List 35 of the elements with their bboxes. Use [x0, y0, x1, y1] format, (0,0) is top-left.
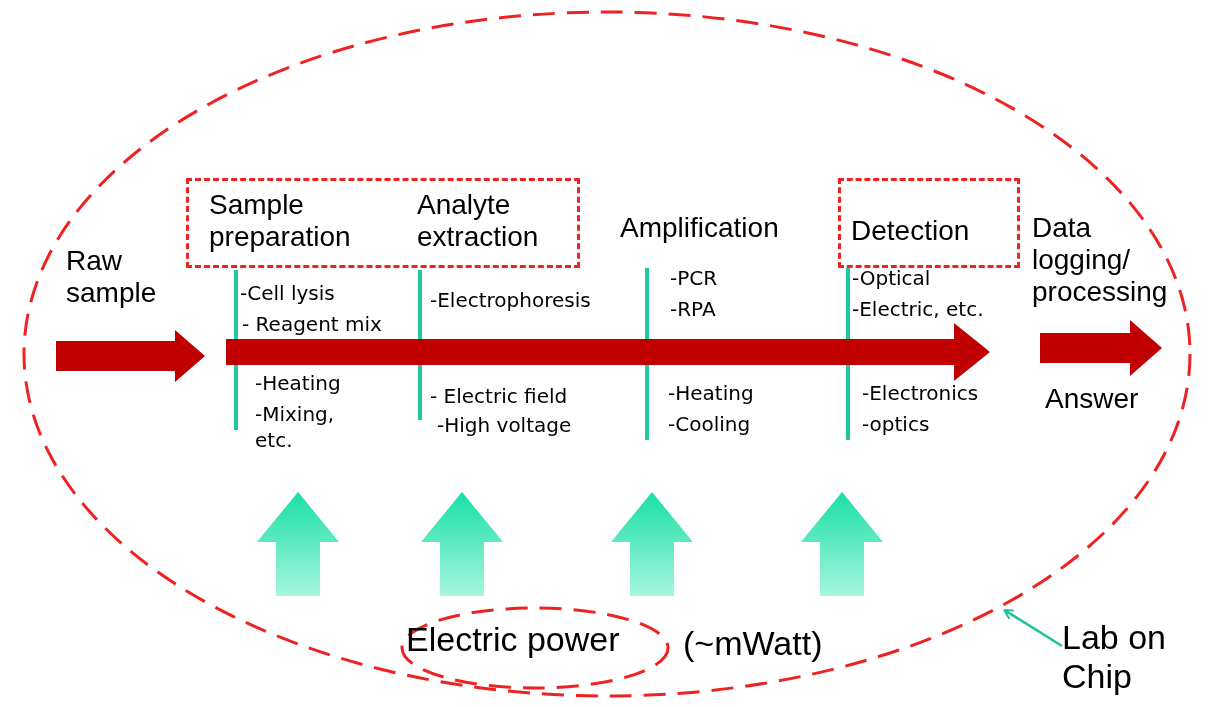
- step-note: -Electronics: [862, 380, 979, 406]
- dashed-box: [186, 178, 580, 268]
- block-arrow: [421, 492, 503, 596]
- callout-label: Lab on Chip: [1062, 618, 1167, 697]
- step-note: -Optical: [852, 265, 931, 291]
- unit-label: (~mWatt): [683, 624, 823, 664]
- leader-arrow: [1003, 609, 1063, 648]
- block-arrow: [257, 492, 339, 596]
- power-label: Electric power: [406, 620, 620, 660]
- block-arrow: [801, 492, 883, 596]
- stage-label: Amplification: [620, 212, 780, 245]
- step-note: - Electric field: [430, 383, 568, 409]
- stage-label: Detection: [851, 215, 970, 248]
- step-note: -PCR: [670, 265, 718, 291]
- step-note: -High voltage: [437, 412, 572, 438]
- block-arrow: [1040, 320, 1162, 376]
- step-note: -RPA: [670, 296, 716, 322]
- stage-label: Data logging/ processing: [1032, 212, 1169, 309]
- step-note: -Cooling: [668, 411, 751, 437]
- dashed-box: [838, 178, 1020, 268]
- stage-label: Raw sample: [66, 245, 158, 310]
- step-note: -Electrophoresis: [430, 287, 591, 313]
- step-note: -Heating: [668, 380, 754, 406]
- block-arrow: [56, 330, 205, 382]
- step-note: -optics: [862, 411, 930, 437]
- block-arrow: [611, 492, 693, 596]
- output-label: Answer: [1045, 383, 1139, 416]
- step-note: -Heating: [255, 370, 341, 396]
- step-note: - Reagent mix: [242, 311, 382, 337]
- step-note: -Cell lysis: [240, 280, 335, 306]
- block-arrow: [226, 323, 990, 381]
- stage-label: Analyte extraction: [417, 189, 540, 254]
- stage-label: Sample preparation: [209, 189, 352, 254]
- step-note: -Electric, etc.: [852, 296, 984, 322]
- step-note: -Mixing, etc.: [255, 401, 336, 453]
